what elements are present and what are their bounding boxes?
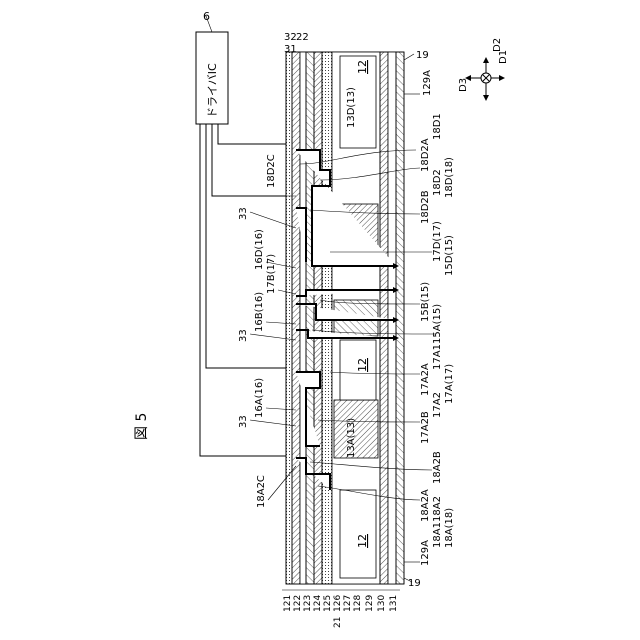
driver-ic: ドライバIC 6	[196, 10, 228, 124]
driver-ic-label: ドライバIC	[206, 63, 219, 118]
label-18a2: 18A2	[432, 496, 443, 522]
compass-d1: D1	[498, 50, 509, 64]
label-129a-bottom: 129A	[420, 540, 431, 566]
label-15b: 15B(15)	[420, 282, 431, 322]
compass-d2: D2	[492, 38, 503, 52]
layer-124: 124	[313, 595, 323, 612]
layer-127: 127	[343, 595, 353, 612]
ref-32: 32	[284, 32, 297, 43]
label-13a: 13A(13)	[346, 418, 357, 458]
label-18d2: 18D2	[432, 169, 443, 196]
layer-126: 126	[333, 595, 343, 612]
layer-128: 128	[353, 595, 363, 612]
figure-title: 図 5	[134, 413, 150, 440]
region-12-bottom: 12	[356, 534, 369, 548]
label-18d1: 18D1	[432, 113, 443, 140]
label-18a2b: 18A2B	[432, 451, 443, 484]
group-21: 21	[333, 617, 343, 628]
label-15a: 15A(15)	[432, 304, 443, 344]
layer-130: 130	[377, 595, 387, 612]
driver-ic-ref: 6	[203, 10, 210, 23]
label-18a: 18A(18)	[444, 508, 455, 548]
layer-labels: 121 122 123 124 125 126 127 128 129 130 …	[282, 590, 400, 628]
label-33-bottom: 33	[238, 415, 249, 428]
ref-19-top: 19	[416, 50, 429, 61]
ref-31: 31	[284, 44, 297, 55]
compass-d3: D3	[458, 78, 469, 92]
label-17d: 17D(17)	[432, 221, 443, 262]
layer-122: 122	[293, 595, 303, 612]
layer-129: 129	[365, 595, 375, 612]
label-17a2b: 17A2B	[420, 411, 431, 444]
label-13d: 13D(13)	[346, 87, 357, 128]
ref-22: 22	[296, 32, 309, 43]
region-12-mid: 12	[356, 358, 369, 372]
direction-compass: D2 D1 D3	[458, 38, 509, 100]
label-18d2a: 18D2A	[420, 138, 431, 172]
label-17a1: 17A1	[432, 344, 443, 370]
label-17a2a: 17A2A	[420, 363, 431, 396]
layer-125: 125	[323, 595, 333, 612]
label-16d: 16D(16)	[254, 229, 265, 270]
label-17a: 17A(17)	[444, 364, 455, 404]
layer-123: 123	[303, 595, 313, 612]
label-17b: 17B(17)	[266, 254, 277, 294]
layer-131: 131	[389, 595, 399, 612]
label-17a2: 17A2	[432, 392, 443, 418]
label-18d2c: 18D2C	[266, 154, 277, 188]
region-12-top: 12	[356, 60, 369, 74]
label-18d: 18D(18)	[444, 157, 455, 198]
label-18a2a: 18A2A	[420, 489, 431, 522]
label-33-mid: 33	[238, 329, 249, 342]
left-labels: 18D2C 33 16D(16) 17B(17) 16B(16) 33 16A(…	[238, 154, 277, 508]
layer-121: 121	[283, 595, 293, 612]
label-16a: 16A(16)	[254, 378, 265, 418]
label-129a-top: 129A	[422, 70, 433, 96]
label-18a1: 18A1	[432, 522, 443, 548]
ref-19-bottom: 19	[408, 578, 421, 589]
label-18a2c: 18A2C	[256, 475, 267, 508]
driver-wires	[200, 124, 296, 456]
label-18d2b: 18D2B	[420, 190, 431, 224]
label-16b: 16B(16)	[254, 292, 265, 332]
label-33-top: 33	[238, 207, 249, 220]
label-15d: 15D(15)	[444, 235, 455, 276]
